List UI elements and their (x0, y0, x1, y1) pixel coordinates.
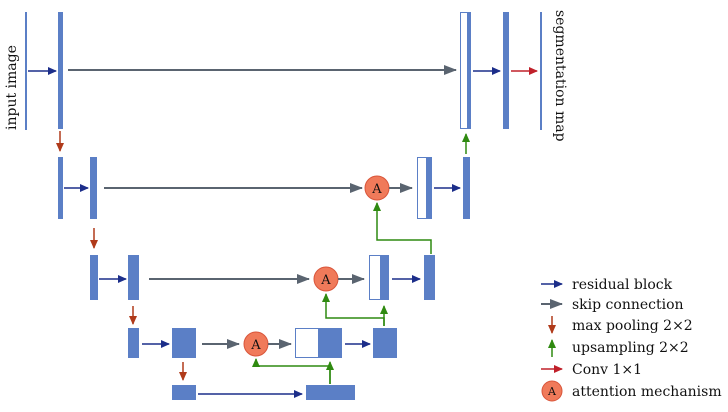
feature-block (306, 385, 355, 400)
legend-label: max pooling 2×2 (572, 318, 693, 334)
concat-block-filled (426, 157, 432, 219)
feature-block (172, 328, 196, 358)
legend-item-attention: A attention mechanism (541, 380, 722, 402)
feature-block (373, 328, 397, 358)
concat-block-filled (467, 12, 471, 129)
attention-letter: A (547, 385, 557, 398)
upsampling-gating-arrow (373, 202, 432, 254)
output-label: segmentation map (552, 10, 568, 142)
legend-item-max-pooling: max pooling 2×2 (548, 316, 693, 334)
concat-block-empty (369, 255, 381, 300)
legend-item-upsampling: upsampling 2×2 (548, 339, 689, 357)
attention-mechanism: A (313, 266, 339, 292)
feature-block (424, 255, 435, 300)
legend: residual block skip connection max pooli… (541, 277, 722, 402)
feature-block (463, 157, 470, 219)
attention-mechanism: A (243, 331, 269, 357)
concat-block-empty (460, 12, 468, 129)
legend-item-conv1x1: Conv 1×1 (541, 362, 642, 378)
legend-item-skip-connection: skip connection (541, 297, 684, 313)
upsampling-gating-arrow (252, 358, 331, 384)
feature-block (172, 385, 196, 400)
attention-letter: A (371, 182, 382, 197)
concat-block-filled (318, 328, 342, 358)
feature-block (128, 255, 139, 300)
concat-block-empty (295, 328, 319, 358)
attention-mechanism: A (364, 175, 390, 201)
attention-letter: A (250, 338, 261, 353)
legend-label: skip connection (572, 297, 684, 313)
attention-letter: A (320, 273, 331, 288)
feature-block (58, 12, 63, 129)
feature-block (128, 328, 139, 358)
concat-block-filled (380, 255, 389, 300)
legend-item-residual-block: residual block (541, 277, 673, 293)
legend-label: attention mechanism (572, 384, 722, 400)
input-label: input image (4, 45, 20, 130)
legend-label: Conv 1×1 (572, 362, 642, 378)
feature-block (58, 157, 63, 219)
concat-block-empty (417, 157, 427, 219)
legend-label: residual block (572, 277, 673, 293)
legend-label: upsampling 2×2 (572, 340, 689, 356)
feature-block (90, 157, 97, 219)
feature-block (90, 255, 98, 300)
legend-attention-icon (541, 380, 563, 402)
feature-block (503, 12, 509, 129)
